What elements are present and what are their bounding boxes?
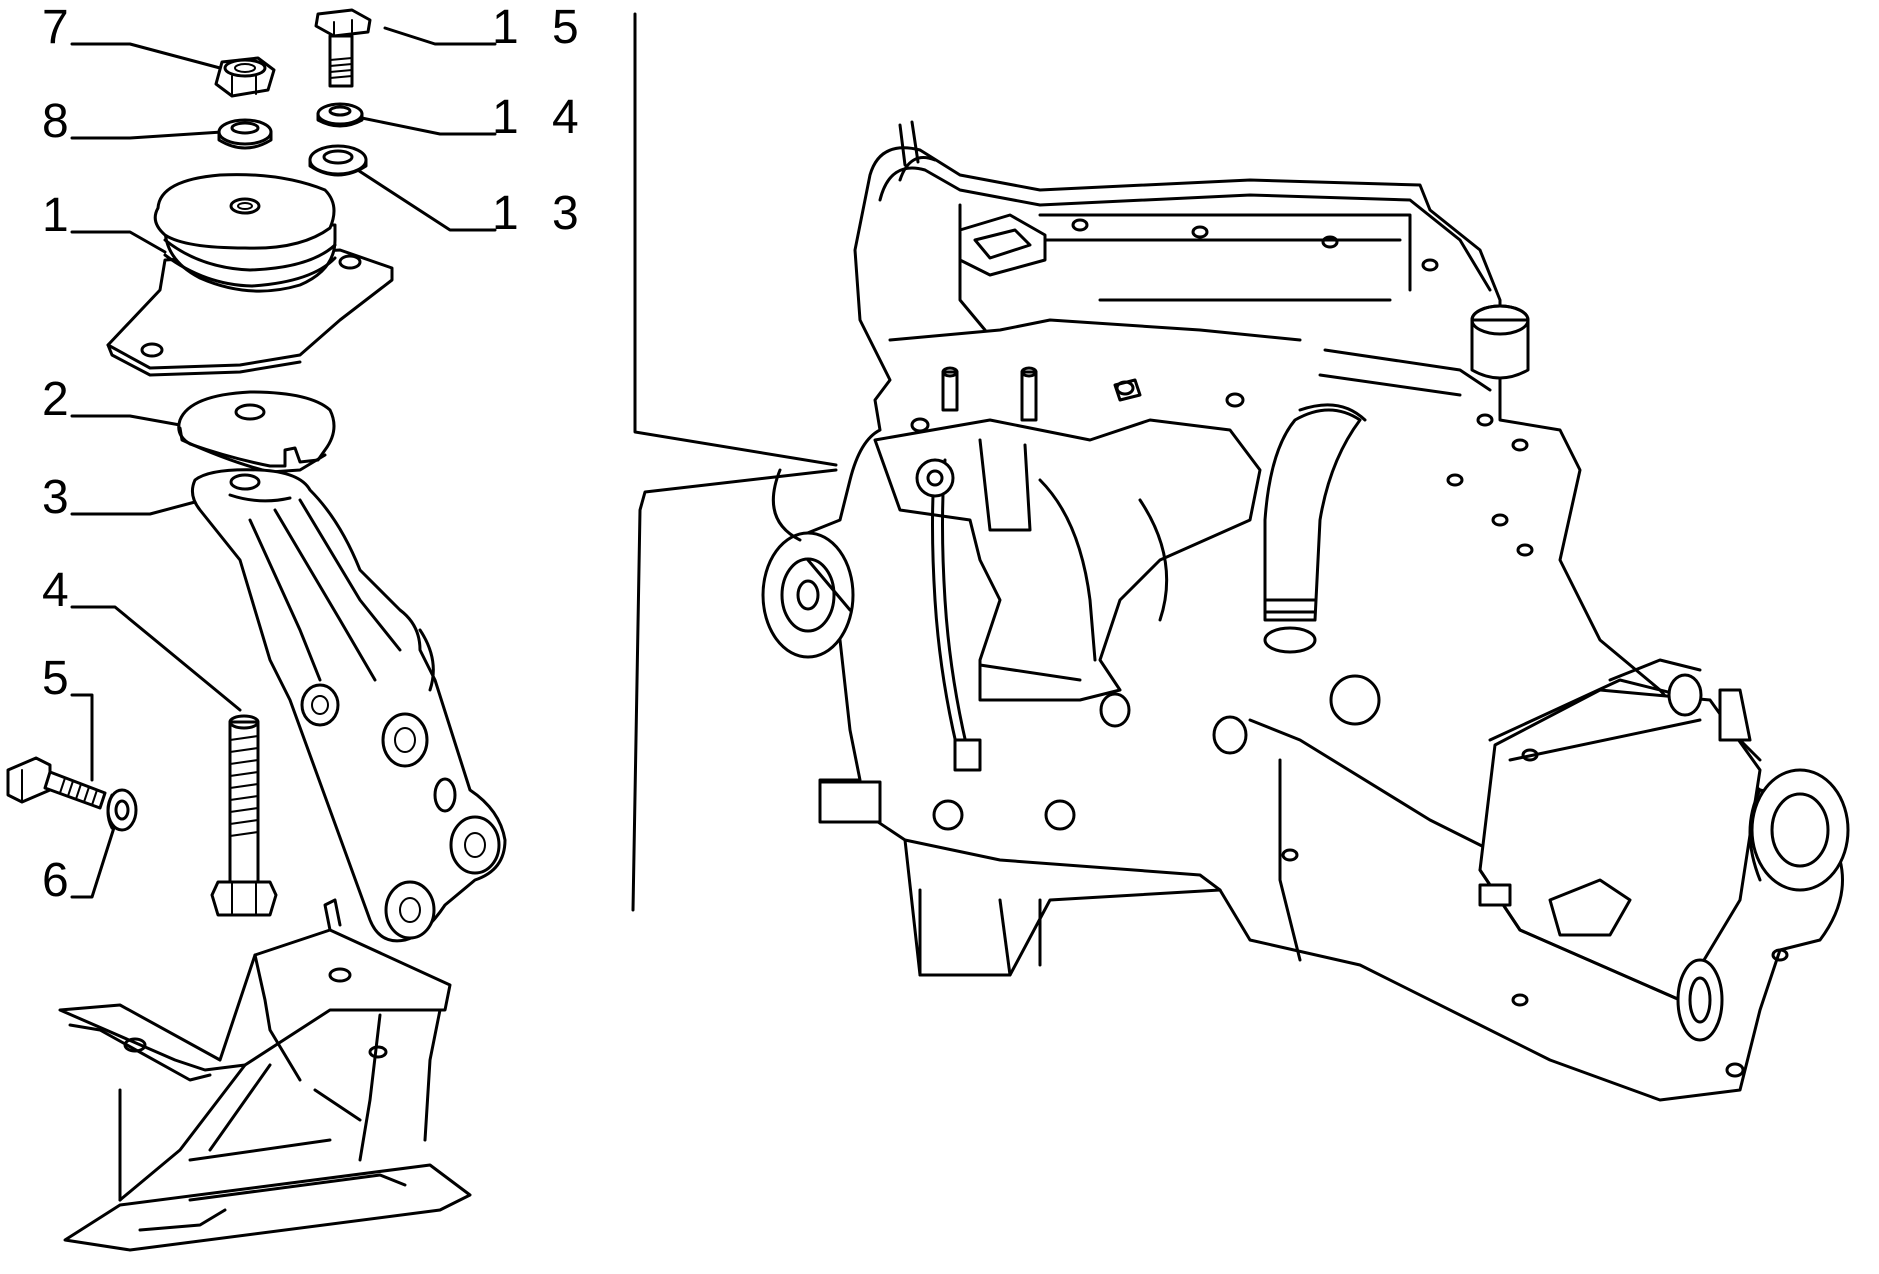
leader-6 — [70, 813, 120, 899]
leader-2 — [70, 414, 182, 427]
chassis-support-icon — [58, 898, 472, 1252]
leader-13 — [348, 163, 497, 232]
engine-gearbox-assembly-icon — [761, 120, 1850, 1102]
lock-washer-icon — [316, 102, 364, 128]
leader-15 — [383, 26, 497, 46]
leader-lines — [70, 12, 838, 912]
leader-5 — [70, 693, 94, 782]
mount-bracket-icon — [190, 468, 507, 943]
callout-15: 1 5 — [492, 1, 589, 54]
callout-14: 1 4 — [492, 91, 589, 144]
leader-7 — [70, 42, 222, 70]
side-bolt-icon — [6, 756, 107, 810]
callout-13: 1 3 — [492, 187, 589, 240]
leader-8 — [70, 130, 224, 140]
washer-icon — [217, 118, 273, 150]
callout-3: 3 — [42, 471, 79, 524]
callout-4: 4 — [42, 564, 79, 617]
callout-2: 2 — [42, 373, 79, 426]
side-washer-icon — [106, 788, 138, 832]
callout-5: 5 — [42, 652, 79, 705]
leader-4 — [70, 605, 242, 712]
threaded-stud-icon — [210, 714, 278, 917]
mount-plate-icon — [177, 390, 336, 474]
leader-3 — [70, 500, 197, 516]
engine-mount-icon — [106, 173, 394, 377]
callout-6: 6 — [42, 854, 79, 907]
leader-bracket-bottom — [631, 468, 838, 912]
flat-washer-icon — [308, 144, 368, 177]
hex-nut-icon — [214, 56, 276, 98]
leader-14 — [350, 114, 497, 136]
leader-bracket-top — [633, 12, 838, 467]
bolt-icon — [314, 8, 372, 88]
leader-1 — [70, 230, 167, 254]
callout-8: 8 — [42, 95, 79, 148]
callout-7: 7 — [42, 1, 79, 54]
callout-1: 1 — [42, 189, 79, 242]
